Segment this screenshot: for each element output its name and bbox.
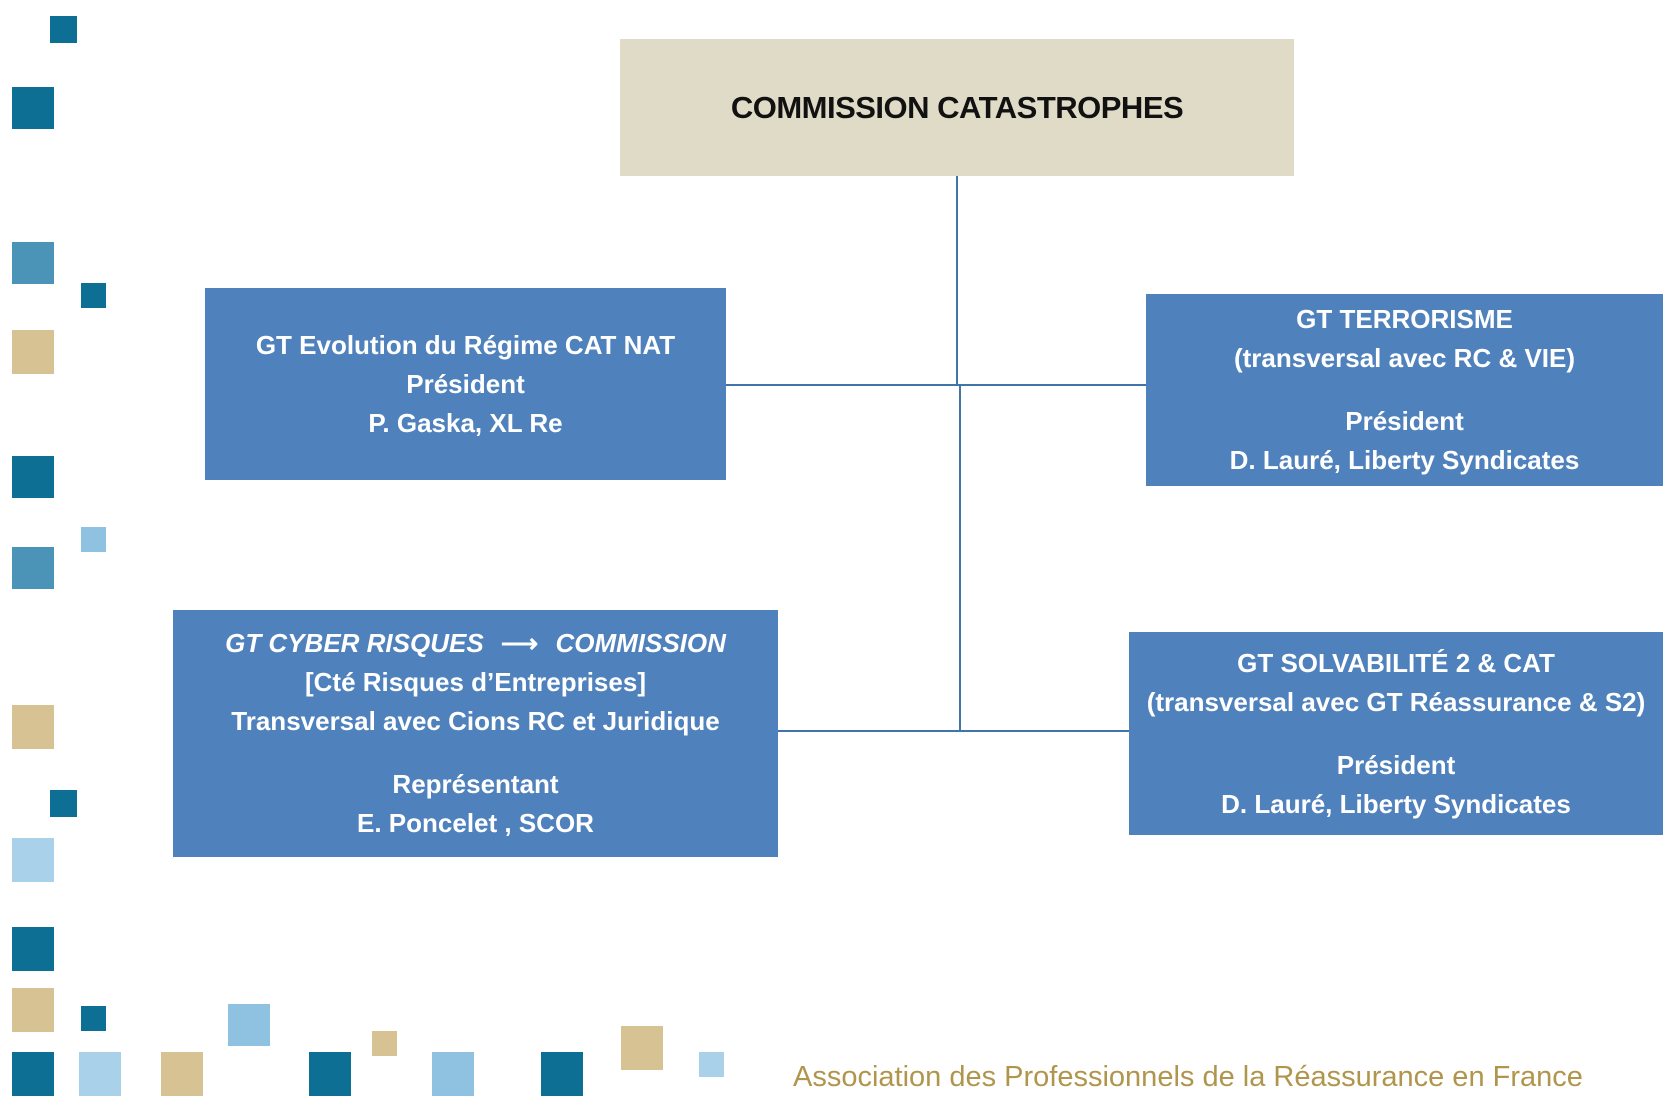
arrow-right-icon: ⟶ <box>500 628 539 658</box>
decor-square <box>81 1006 106 1031</box>
decor-square <box>372 1031 397 1056</box>
decor-square <box>81 527 106 552</box>
regime-title: GT Evolution du Régime CAT NAT <box>255 329 676 360</box>
decor-square <box>432 1052 474 1096</box>
terrorisme-person: D. Lauré, Liberty Syndicates <box>1229 445 1580 475</box>
terrorisme-title: GT TERRORISME <box>1296 304 1513 334</box>
cyber-role: Représentant <box>392 769 559 799</box>
decor-square <box>12 456 54 498</box>
commission-title: COMMISSION CATASTROPHES <box>730 89 1184 125</box>
decor-square <box>541 1052 583 1096</box>
footer-organization: Association des Professionnels de la Réa… <box>793 1061 1583 1093</box>
solvabilite-person: D. Lauré, Liberty Syndicates <box>1221 788 1571 819</box>
decor-square <box>12 547 54 589</box>
box-gt-cyber-risques: GT CYBER RISQUES ⟶ COMMISSION [Cté Risqu… <box>173 610 778 857</box>
connector-right-lower <box>961 730 1129 732</box>
regime-person: P. Gaska, XL Re <box>368 407 563 438</box>
cyber-person: E. Poncelet , SCOR <box>357 808 594 838</box>
decor-square <box>699 1052 724 1077</box>
spacer <box>1129 722 1663 746</box>
spacer <box>173 741 778 765</box>
decor-square <box>81 283 106 308</box>
decor-square <box>12 838 54 882</box>
decor-square <box>12 927 54 971</box>
decor-square <box>621 1026 663 1070</box>
decor-square <box>12 1052 54 1096</box>
connector-left-lower <box>778 730 961 732</box>
connector-trunk-lower <box>959 386 961 732</box>
decor-square <box>12 705 54 749</box>
terrorisme-role: Président <box>1345 406 1464 436</box>
box-gt-terrorisme: GT TERRORISME (transversal avec RC & VIE… <box>1146 294 1663 486</box>
commission-title-box: COMMISSION CATASTROPHES <box>620 39 1294 176</box>
connector-trunk-upper <box>956 176 958 386</box>
box-gt-solvabilite: GT SOLVABILITÉ 2 & CAT (transversal avec… <box>1129 632 1663 835</box>
decor-square <box>161 1052 203 1096</box>
spacer <box>1146 378 1663 402</box>
solvabilite-title: GT SOLVABILITÉ 2 & CAT <box>1237 647 1555 678</box>
decor-square <box>50 790 77 817</box>
cyber-title: GT CYBER RISQUES <box>225 628 484 658</box>
connector-left-upper <box>726 384 958 386</box>
decor-square <box>50 16 77 43</box>
decor-square <box>12 988 54 1032</box>
decor-square <box>12 242 54 284</box>
box-gt-regime-cat-nat: GT Evolution du Régime CAT NAT Président… <box>205 288 726 480</box>
decor-square <box>12 87 54 129</box>
terrorisme-scope: (transversal avec RC & VIE) <box>1233 343 1576 373</box>
solvabilite-scope: (transversal avec GT Réassurance & S2) <box>1146 686 1646 717</box>
cyber-scope: Transversal avec Cions RC et Juridique <box>231 706 720 736</box>
solvabilite-role: Président <box>1336 749 1456 780</box>
decor-square <box>309 1052 351 1096</box>
decor-square <box>79 1052 121 1096</box>
decor-square <box>228 1004 270 1046</box>
decor-square <box>12 330 54 374</box>
regime-role: Président <box>406 368 525 399</box>
cyber-commission: COMMISSION <box>555 628 726 658</box>
connector-right-upper <box>958 384 1146 386</box>
cyber-committee: [Cté Risques d’Entreprises] <box>305 667 646 697</box>
cyber-title-line: GT CYBER RISQUES ⟶ COMMISSION <box>173 624 778 663</box>
